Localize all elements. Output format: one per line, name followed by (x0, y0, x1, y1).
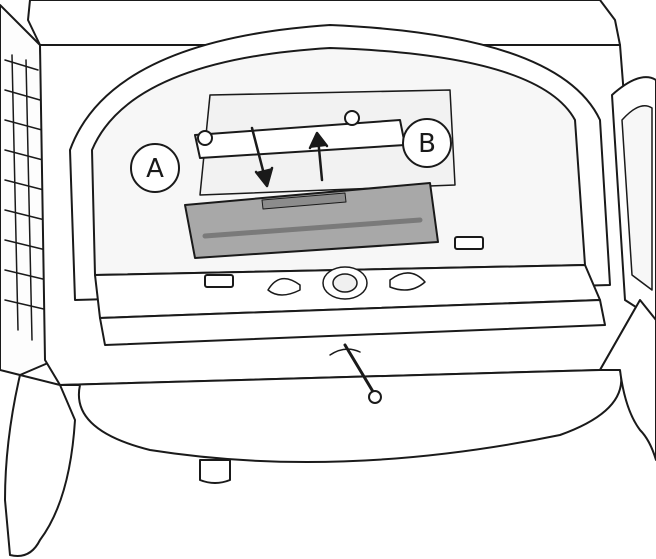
left-leg (4, 374, 76, 557)
arrow-up (308, 131, 329, 182)
sill-ledge (99, 299, 606, 346)
center-ornament (267, 266, 426, 300)
right-door-glass (621, 105, 653, 291)
arrow-down (250, 126, 274, 188)
callout-a-label: A (146, 154, 164, 184)
bolt-right (344, 110, 360, 126)
ash-pan (59, 369, 623, 463)
bolt-left (197, 130, 213, 146)
latch-right (454, 236, 484, 250)
baffle-slot (202, 217, 423, 239)
baffle-highlight (261, 192, 347, 210)
baffle-board (184, 182, 439, 259)
callout-b-label: B (418, 129, 436, 159)
left-grille (4, 54, 49, 341)
callout-b: B (402, 118, 452, 168)
latch-left (204, 274, 234, 288)
callout-a: A (130, 143, 180, 193)
ash-pan-handle (329, 343, 382, 404)
center-foot (199, 459, 231, 484)
